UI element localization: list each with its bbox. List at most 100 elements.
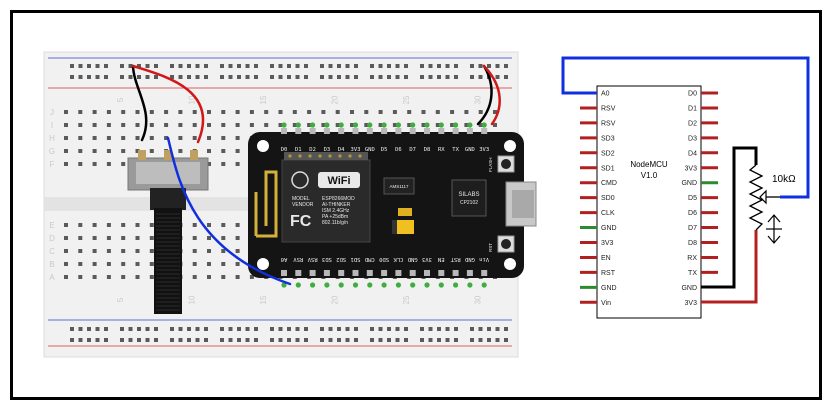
board-pin-label-bottom: GND xyxy=(408,256,418,262)
board-pin-label-top: D1 xyxy=(295,147,302,153)
breadboard-row-letter: B xyxy=(49,260,54,269)
schematic-pin-label-right: GND xyxy=(681,180,697,187)
board-pin-header-top xyxy=(467,122,473,128)
board-pin-header-bottom xyxy=(438,282,444,288)
wire-red-pot xyxy=(131,64,205,144)
breadboard-row-letter: F xyxy=(50,160,55,169)
breadboard-column-number: 10 xyxy=(188,295,197,304)
schematic-wire-gnd xyxy=(701,146,758,289)
board-pin-header-bottom xyxy=(424,282,430,288)
board-pin-header-top xyxy=(424,122,430,128)
board-pin-header-top xyxy=(410,122,416,128)
board-pin-label-top: GND xyxy=(465,147,475,153)
board-pin-label-bottom: RSV xyxy=(293,256,304,262)
board-pin-header-top xyxy=(453,122,459,128)
board-pin-header-bottom xyxy=(381,282,387,288)
regulator-chip-text: AMS1117 xyxy=(389,184,409,189)
nodemcu-board: WiFi MODEL VENDOR ESP8266MOD AI-THINKER … xyxy=(248,122,537,288)
breadboard-column-number: 15 xyxy=(259,295,268,304)
breadboard-row-letter: E xyxy=(49,221,54,230)
board-pin-label-bottom: A0 xyxy=(281,256,288,262)
breadboard-row-letter: G xyxy=(49,147,55,156)
board-pin-header-bottom xyxy=(395,282,401,288)
board-pin-header-bottom xyxy=(410,282,416,288)
board-pin-header-top xyxy=(481,122,487,128)
breadboard-column-number: 10 xyxy=(188,95,197,104)
wifi-logo-text: WiFi xyxy=(327,175,350,187)
board-pin-header-top xyxy=(338,122,344,128)
board-pin-header-top xyxy=(310,122,316,128)
breadboard-wires xyxy=(131,64,501,286)
board-pin-label-top: D5 xyxy=(381,147,388,153)
board-pin-header-bottom xyxy=(324,282,330,288)
schematic-pin-label-right: TX xyxy=(688,270,697,277)
module-vendor-text: AI-THINKER xyxy=(322,202,351,208)
board-pin-header-top xyxy=(295,122,301,128)
schematic-pin-label-left: SD0 xyxy=(601,195,615,202)
board-pin-label-top: RX xyxy=(438,147,445,153)
board-pin-label-bottom: RSV xyxy=(307,256,318,262)
breadboard-column-number: 20 xyxy=(331,295,340,304)
board-pin-label-top: TX xyxy=(452,147,459,153)
schematic-chip-body xyxy=(596,85,702,319)
board-pin-header-top xyxy=(381,122,387,128)
board-pin-label-top: D4 xyxy=(338,147,345,153)
board-pin-label-bottom: CMD xyxy=(365,256,375,262)
schematic-pin-label-right: D2 xyxy=(688,120,697,127)
wire-black-gnd xyxy=(476,64,493,126)
breadboard-column-number: 5 xyxy=(116,297,125,302)
board-pin-label-top: D3 xyxy=(324,147,331,153)
board-pin-label-bottom: RST xyxy=(450,256,461,262)
fcc-logo: FC xyxy=(290,213,312,230)
breadboard-column-number: 5 xyxy=(116,97,125,102)
schematic-pin-label-right: D1 xyxy=(688,105,697,112)
module-std-text: 802.11b/g/n xyxy=(322,220,348,226)
board-pin-label-bottom: SD1 xyxy=(351,256,361,262)
breadboard-column-number: 25 xyxy=(402,295,411,304)
module-power-text: PA +25dBm xyxy=(322,214,348,220)
board-pin-label-top: D7 xyxy=(409,147,416,153)
schematic-pin-label-right: 3V3 xyxy=(685,165,698,172)
schematic-pin-label-left: RSV xyxy=(601,120,616,127)
schematic-pin-label-right: D8 xyxy=(688,240,697,247)
schematic-pin-label-left: A0 xyxy=(601,91,610,98)
schematic-wire-a0 xyxy=(561,56,810,199)
schematic-pin-label-left: GND xyxy=(601,285,617,292)
board-pin-label-bottom: SD3 xyxy=(322,256,332,262)
breadboard-row-letter: J xyxy=(50,108,54,117)
board-pin-header-bottom xyxy=(295,282,301,288)
rst-button-label: RST xyxy=(488,243,493,252)
schematic-pin-label-right: D5 xyxy=(688,195,697,202)
board-pin-header-bottom xyxy=(338,282,344,288)
schematic-pin-label-left: GND xyxy=(601,225,617,232)
board-pin-header-top xyxy=(395,122,401,128)
module-name-text: ESP8266MOD xyxy=(322,196,355,202)
board-pin-label-top: D2 xyxy=(309,147,316,153)
schematic-pin-label-left: CLK xyxy=(601,210,615,217)
board-pin-header-bottom xyxy=(467,282,473,288)
schematic-pin-label-left: Vin xyxy=(601,300,611,307)
schematic-pin-label-left: SD2 xyxy=(601,150,615,157)
usb-chip-part: CP2102 xyxy=(460,200,478,206)
model-text: MODEL xyxy=(292,196,310,202)
schematic-chip-title: NodeMCU xyxy=(630,160,668,169)
board-pin-label-bottom: SD2 xyxy=(336,256,346,262)
usb-chip-brand: SILABS xyxy=(458,192,479,198)
breadboard-column-number: 15 xyxy=(259,95,268,104)
board-pin-label-bottom: GND xyxy=(465,256,475,262)
board-pin-header-top xyxy=(352,122,359,128)
wire-blue-a0 xyxy=(166,136,292,286)
board-pin-label-top: 3V3 xyxy=(479,147,489,153)
board-pin-label-top: D6 xyxy=(395,147,402,153)
schematic-pin-label-left: SD1 xyxy=(601,165,615,172)
schematic-pin-label-right: D4 xyxy=(688,150,697,157)
breadboard-column-number: 20 xyxy=(331,95,340,104)
board-pin-label-bottom: EN xyxy=(438,256,445,262)
schematic-chip-version: V1.0 xyxy=(641,171,658,180)
schematic-pin-label-right: 3V3 xyxy=(685,300,698,307)
board-pin-label-bottom: CLK xyxy=(393,256,404,262)
board-pin-label-top: D0 xyxy=(281,147,288,153)
board-pin-header-bottom xyxy=(281,282,287,288)
schematic: NodeMCU V1.0 A0RSVRSVSD3SD2SD1CMDSD0CLKG… xyxy=(561,56,810,319)
board-pin-label-top: GND xyxy=(365,147,375,153)
